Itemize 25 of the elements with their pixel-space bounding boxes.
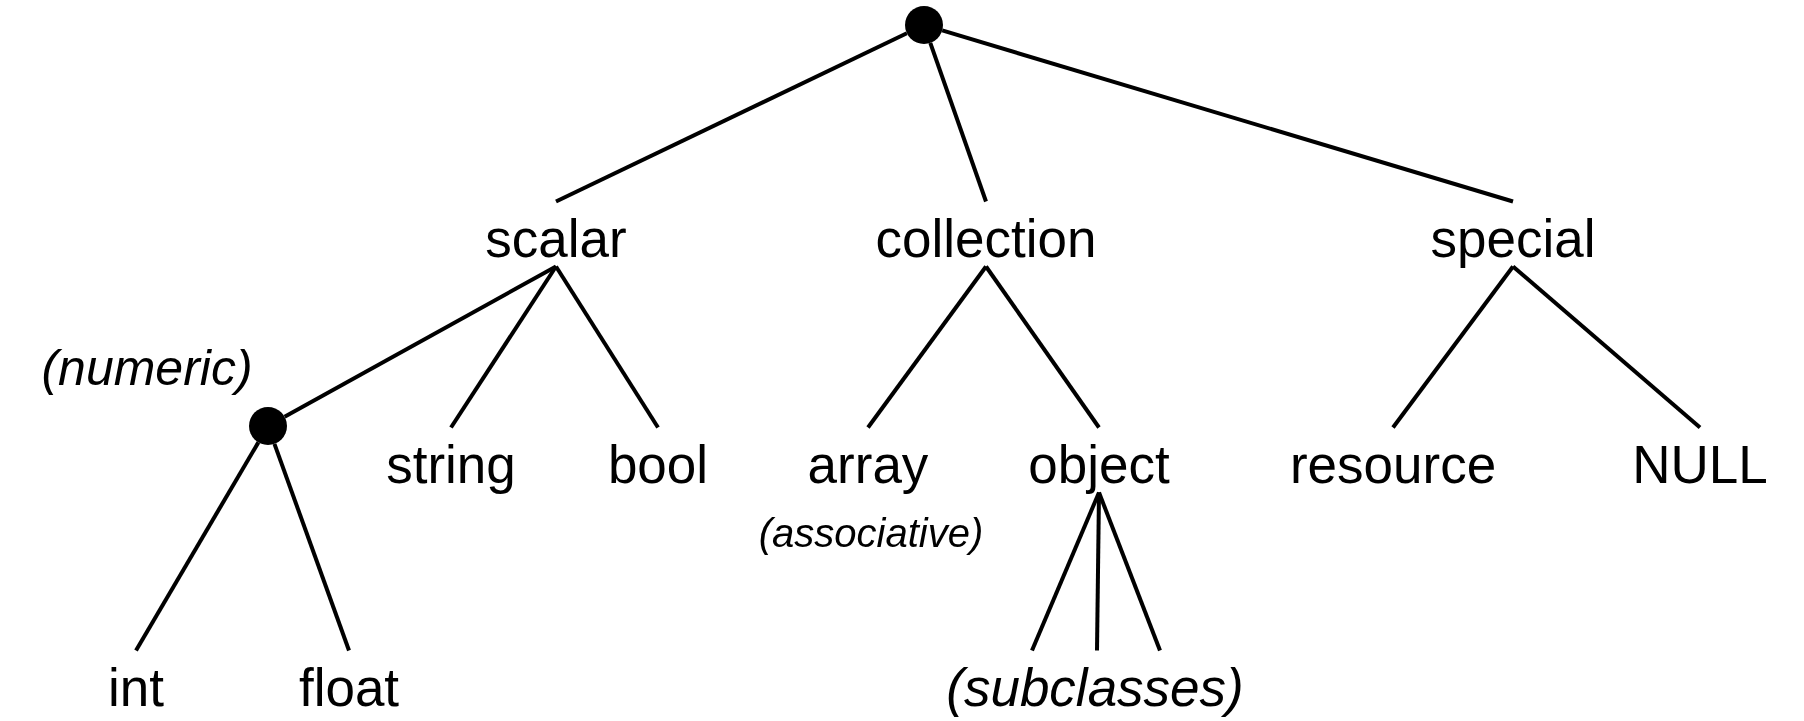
annotation-label: (associative) (758, 513, 984, 553)
junction-dot (249, 407, 287, 445)
type-label: bool (607, 437, 709, 491)
tree-branch-line (866, 265, 988, 429)
tree-branch-line (928, 42, 988, 203)
tree-branch-line (555, 31, 908, 204)
type-label: NULL (1632, 437, 1768, 491)
tree-branch-line (1095, 492, 1101, 651)
tree-branch-line (1511, 265, 1702, 429)
tree-branch-line (272, 443, 351, 652)
tree-branch-line (554, 265, 660, 429)
type-label: collection (875, 211, 1097, 265)
annotation-label: (numeric) (41, 343, 253, 393)
type-label: int (108, 660, 164, 714)
tree-branch-line (1097, 491, 1162, 652)
tree-branch-line (1391, 265, 1515, 429)
junction-dot (905, 6, 943, 44)
type-label: resource (1289, 437, 1497, 491)
tree-branch-line (449, 265, 558, 429)
tree-branch-line (134, 441, 261, 652)
tree-branch-line (283, 264, 557, 419)
type-label: float (298, 660, 400, 714)
type-label: scalar (485, 211, 627, 265)
tree-branch-line (984, 265, 1101, 429)
tree-branch-line (941, 28, 1514, 204)
